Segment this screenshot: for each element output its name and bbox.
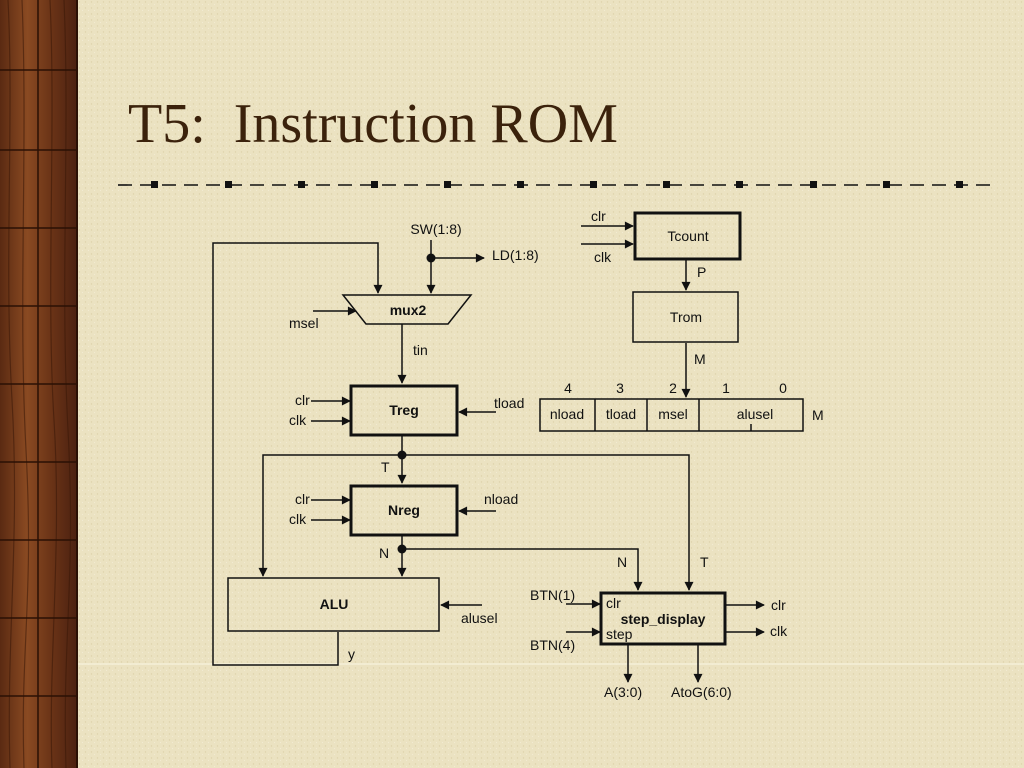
slide-title: T5: Instruction ROM [128, 93, 618, 155]
wood-panel [0, 0, 78, 768]
rom-field-tload: tload [606, 406, 636, 422]
svg-text:Tcount: Tcount [667, 228, 708, 244]
junction-dots [397, 253, 436, 554]
alu-block: ALU [227, 577, 440, 632]
treg-clr-label: clr [295, 392, 310, 408]
clr-out-label: clr [771, 597, 786, 613]
t-label-treg: T [381, 459, 390, 475]
svg-text:step: step [606, 626, 633, 642]
treg-clk-label: clk [289, 412, 307, 428]
trom-block: Trom [632, 291, 739, 343]
rom-bit-1: 1 [722, 380, 730, 396]
t-label-step: T [700, 554, 709, 570]
sw-label: SW(1:8) [410, 221, 461, 237]
atog-output-label: AtoG(6:0) [671, 684, 732, 700]
rom-bit-0: 0 [779, 380, 787, 396]
rom-field-nload: nload [550, 406, 584, 422]
svg-text:ALU: ALU [320, 596, 349, 612]
tin-label: tin [413, 342, 428, 358]
treg-block: Treg [349, 384, 459, 437]
rom-field-msel: msel [658, 406, 688, 422]
y-label: y [348, 646, 355, 662]
svg-text:mux2: mux2 [390, 302, 427, 318]
m-label: M [694, 351, 706, 367]
tload-label: tload [494, 395, 524, 411]
msel-label: msel [289, 315, 319, 331]
rom-bit-3: 3 [616, 380, 624, 396]
svg-text:step_display: step_display [621, 611, 706, 627]
svg-text:Treg: Treg [389, 402, 419, 418]
svg-text:Nreg: Nreg [388, 502, 420, 518]
n-label-nreg: N [379, 545, 389, 561]
rom-bit-2: 2 [669, 380, 677, 396]
title-divider [118, 181, 990, 188]
btn1-label: BTN(1) [530, 587, 575, 603]
rom-word-label: M [812, 407, 824, 423]
tcount-clr-label: clr [591, 208, 606, 224]
a-output-label: A(3:0) [604, 684, 642, 700]
ld-label: LD(1:8) [492, 247, 539, 263]
p-label: P [697, 264, 706, 280]
rom-bit-4: 4 [564, 380, 572, 396]
alusel-label: alusel [461, 610, 498, 626]
svg-text:Trom: Trom [670, 309, 702, 325]
step-display-block: clr step_display step [599, 591, 727, 646]
nreg-clk-label: clk [289, 511, 307, 527]
svg-text:clr: clr [606, 595, 621, 611]
nload-label: nload [484, 491, 518, 507]
mux2-block: mux2 [341, 294, 473, 325]
wires [212, 221, 765, 683]
rom-word: 4 3 2 1 0 nload tload msel alusel M [539, 380, 824, 432]
nreg-block: Nreg [349, 484, 459, 537]
tcount-clk-label: clk [594, 249, 612, 265]
signal-labels: SW(1:8) LD(1:8) msel tin clr clk tload T… [289, 208, 788, 700]
tcount-block: Tcount [633, 211, 742, 261]
rom-field-alusel: alusel [737, 406, 774, 422]
n-label-step: N [617, 554, 627, 570]
clk-out-label: clk [770, 623, 788, 639]
btn4-label: BTN(4) [530, 637, 575, 653]
nreg-clr-label: clr [295, 491, 310, 507]
